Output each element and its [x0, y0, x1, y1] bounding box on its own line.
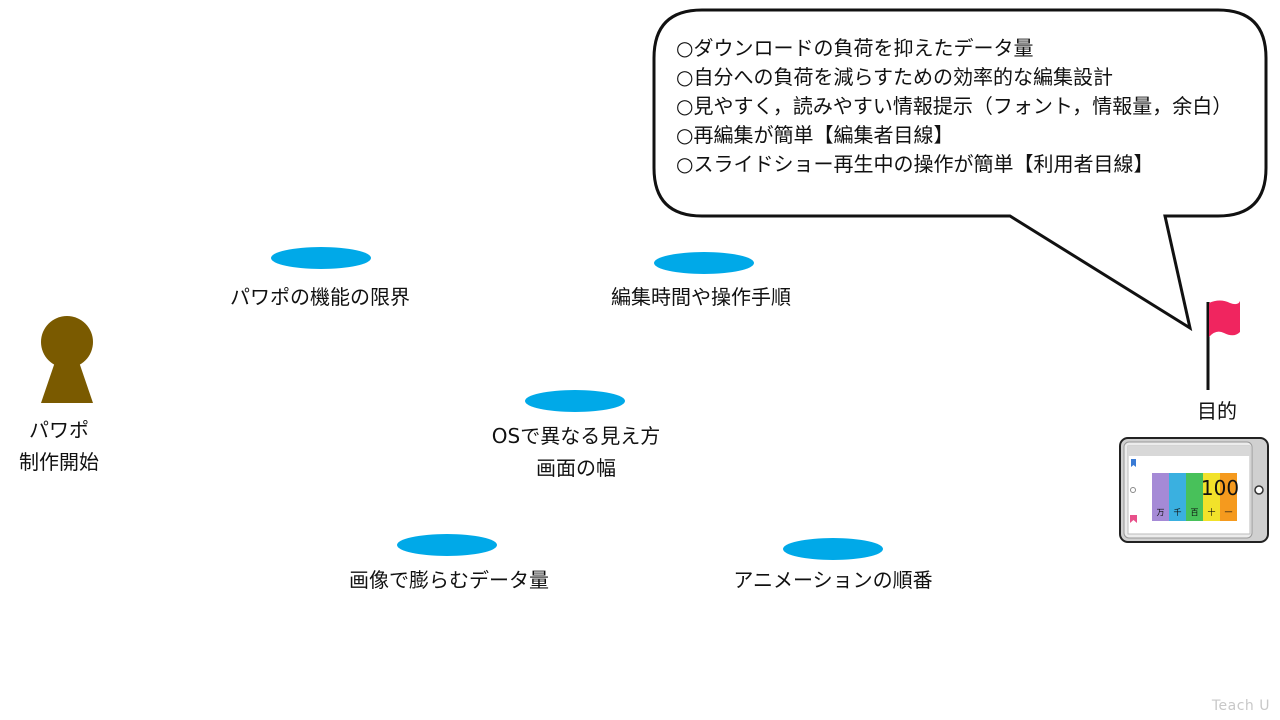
place-column	[1186, 473, 1203, 521]
obstacle-label: OSで異なる見え方 画面の幅	[492, 420, 660, 484]
tablet-info-icon	[1130, 487, 1136, 493]
tablet-icon: 100 万 千 百 十 一	[1119, 437, 1269, 543]
obstacle-label: パワポの機能の限界	[230, 285, 410, 309]
place-column	[1152, 473, 1169, 521]
tablet-home-button	[1254, 485, 1264, 495]
place-label: 百	[1191, 508, 1199, 517]
callout-item: ○ダウンロードの負荷を抑えたデータ量	[676, 36, 1034, 60]
puddle-icon	[783, 538, 883, 560]
place-column	[1169, 473, 1186, 521]
goal-label: 目的	[1197, 399, 1237, 423]
flag-cloth	[1209, 300, 1240, 337]
callout-list: ○ダウンロードの負荷を抑えたデータ量 ○自分への負荷を減らすための効率的な編集設…	[676, 34, 1232, 179]
place-label: 一	[1225, 508, 1233, 517]
start-label-line2: 制作開始	[19, 450, 99, 474]
start-label: パワポ 制作開始	[19, 414, 99, 478]
person-head	[41, 316, 93, 368]
place-label: 千	[1174, 507, 1182, 517]
tablet-ribbon-icon	[1130, 515, 1137, 523]
place-column	[1203, 473, 1220, 521]
callout-item: ○見やすく，読みやすい情報提示（フォント，情報量，余白）	[676, 94, 1233, 118]
puddle-icon	[525, 390, 625, 412]
puddle-icon	[271, 247, 371, 269]
obstacle-label-line2: 画面の幅	[536, 456, 616, 480]
flag-icon	[1206, 300, 1240, 390]
person-body	[41, 362, 93, 403]
start-label-line1: パワポ	[29, 418, 89, 442]
obstacle-label-line1: OSで異なる見え方	[491, 424, 661, 448]
tablet-screen-topbar	[1128, 446, 1250, 456]
obstacle-label: アニメーションの順番	[733, 568, 933, 592]
callout-item: ○スライドショー再生中の操作が簡単【利用者目線】	[676, 152, 1154, 176]
tablet-number: 100	[1201, 476, 1239, 500]
tablet-bookmark-icon	[1131, 459, 1136, 467]
place-column	[1220, 473, 1237, 521]
puddle-icon	[654, 252, 754, 274]
watermark: Teach U	[1211, 698, 1270, 714]
speech-bubble-outline	[652, 8, 1268, 332]
callout-item: ○再編集が簡単【編集者目線】	[676, 123, 954, 147]
place-label: 万	[1157, 508, 1165, 517]
callout-item: ○自分への負荷を減らすための効率的な編集設計	[676, 65, 1114, 89]
place-label: 十	[1208, 507, 1216, 517]
obstacle-label: 画像で膨らむデータ量	[349, 568, 549, 592]
obstacle-label: 編集時間や操作手順	[611, 285, 791, 309]
person-icon	[41, 316, 93, 403]
puddle-icon	[397, 534, 497, 556]
